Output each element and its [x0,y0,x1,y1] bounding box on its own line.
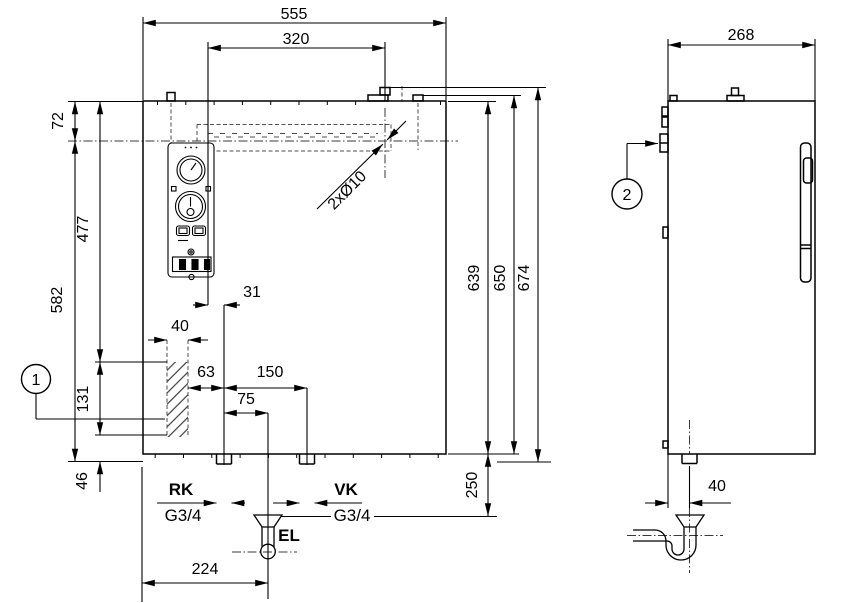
dim-top-to-strip: 477 [75,216,92,243]
gauge-top [176,155,206,185]
side-view-outline [659,87,816,465]
dim-holes-span: 320 [283,31,310,48]
label-rk: RK [169,480,194,499]
centerlines [68,108,723,573]
dim-depth: 268 [728,27,755,44]
wall-hatch-strip [167,362,188,437]
dim-height-overall: 674 [516,265,533,292]
note-holes: 2xØ10 [325,168,370,213]
dim-drain-offset: 40 [708,478,726,495]
label-rk-thread: G3/4 [165,506,202,525]
callout-circle-2 [611,178,643,210]
door-handle [799,142,812,283]
label-el: EL [278,526,300,545]
dim-left-to-el: 224 [192,561,219,578]
dim-hole-to-rk: 31 [243,284,261,301]
siphon-trap [633,514,706,561]
dim-strip-height: 131 [75,386,92,413]
dim-strip-to-bottom: 46 [74,472,91,490]
dim-top-to-holes: 72 [50,112,67,130]
dim-clearance-below: 250 [464,472,481,499]
dim-strip-width: 40 [171,318,189,335]
callout-2-number: 2 [623,187,632,204]
dim-height-step: 650 [492,265,509,292]
dim-rk-to-el: 75 [237,391,255,408]
callout-1-number: 1 [32,372,41,389]
dimension-lines [35,17,816,602]
dim-rk-to-vk: 150 [257,364,284,381]
dim-height-front: 639 [466,265,483,292]
label-vk-thread: G3/4 [334,506,371,525]
gauge-bottom [174,190,207,223]
dimension-labels: 555 320 268 72 477 582 131 46 639 650 67… [32,6,755,578]
control-panel [167,142,215,281]
callouts [20,178,643,395]
callout-circle-1 [20,363,52,395]
label-vk: VK [334,480,358,499]
dim-overall-width: 555 [281,6,308,23]
dim-strip-to-rk: 63 [197,364,215,381]
dim-holes-to-bottom: 582 [49,287,66,314]
